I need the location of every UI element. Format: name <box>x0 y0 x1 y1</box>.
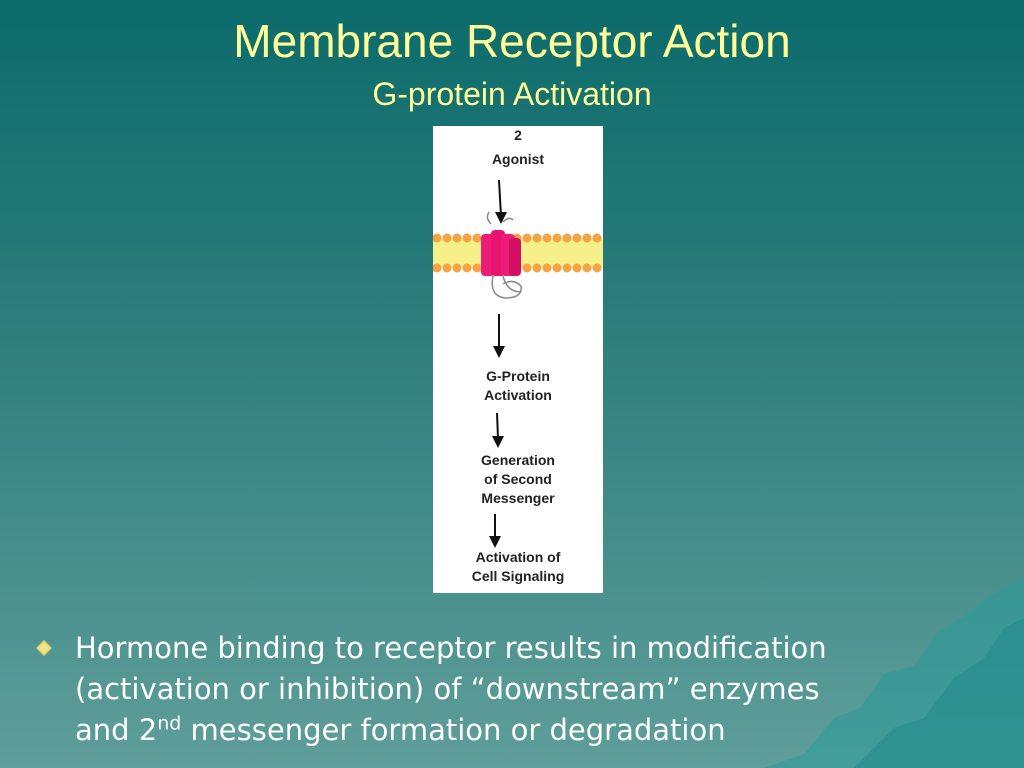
arrow-gprotein-to-messenger <box>496 412 499 439</box>
cell-signaling-line1: Activation of <box>475 549 561 565</box>
second-messenger-line2: of Second <box>484 471 552 487</box>
lipid-head <box>572 263 582 273</box>
slide-title: Membrane Receptor Action <box>233 15 791 67</box>
receptor-diagram: 2 Agonist G-Protein Activation Generatio… <box>433 126 603 593</box>
lipid-head <box>522 233 532 243</box>
second-messenger-line1: Generation <box>481 452 555 468</box>
bullet-line-2: (activation or inhibition) of “downstrea… <box>75 672 820 706</box>
gprotein-label-line1: G-Protein <box>486 368 550 384</box>
lipid-head <box>532 263 542 273</box>
lipid-head <box>442 233 452 243</box>
lipid-head <box>532 233 542 243</box>
lipid-head <box>462 233 472 243</box>
lipid-head <box>462 263 472 273</box>
lipid-head <box>452 263 462 273</box>
bullet-line-3: and 2nd messenger formation or degradati… <box>75 710 985 751</box>
cell-signaling-line2: Cell Signaling <box>471 568 565 584</box>
lipid-head <box>472 233 482 243</box>
step-number: 2 <box>514 127 522 143</box>
gprotein-label-line2: Activation <box>484 387 552 403</box>
lipid-head <box>433 233 442 243</box>
arrowhead-3 <box>492 436 504 448</box>
diamond-bullet-icon <box>36 640 52 656</box>
lipid-head <box>562 233 572 243</box>
diagram-graphics <box>433 179 603 548</box>
second-messenger-line3: Messenger <box>481 490 555 506</box>
arrowhead-1 <box>495 212 507 224</box>
lipid-head <box>522 263 532 273</box>
lipid-head <box>542 233 552 243</box>
lipid-head <box>472 263 482 273</box>
bullet-line-1: Hormone binding to receptor results in m… <box>75 631 827 665</box>
lipid-head <box>452 233 462 243</box>
lipid-head <box>582 233 592 243</box>
lipid-head <box>582 263 592 273</box>
lipid-head <box>562 263 572 273</box>
arrowhead-4 <box>489 536 501 548</box>
superscript-nd: nd <box>157 712 182 735</box>
lipid-head <box>592 263 602 273</box>
lipid-head <box>542 263 552 273</box>
lipid-head <box>552 233 562 243</box>
lipid-head <box>592 233 602 243</box>
slide-subtitle: G-protein Activation <box>372 76 652 112</box>
bullet-text: Hormone binding to receptor results in m… <box>75 628 985 751</box>
lipid-head <box>442 263 452 273</box>
agonist-label: Agonist <box>491 151 545 167</box>
receptor-icon <box>481 211 522 299</box>
lipid-head <box>552 263 562 273</box>
lipid-head <box>572 233 582 243</box>
lipid-head <box>433 263 442 273</box>
bullet-line-3-end: messenger formation or degradation <box>181 713 726 747</box>
arrow-agonist-to-receptor <box>498 179 502 217</box>
bullet-line-3-start: and 2 <box>75 713 158 747</box>
mountain-decoration <box>764 578 1024 768</box>
arrowhead-2 <box>493 346 505 358</box>
